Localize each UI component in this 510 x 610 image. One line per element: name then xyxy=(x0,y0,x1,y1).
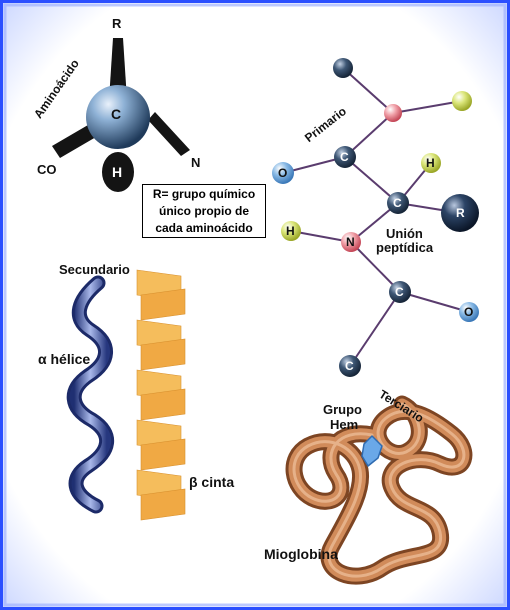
aminoacid-model xyxy=(52,38,190,192)
beta-sheet xyxy=(136,269,186,521)
aminoacid-co-label: CO xyxy=(37,162,57,177)
beta-sheet-segment xyxy=(140,288,186,321)
carbon-sphere xyxy=(86,85,150,149)
beta-sheet-segment xyxy=(140,388,186,421)
beta-sheet-label: β cinta xyxy=(189,474,235,490)
atom-o-right: O xyxy=(464,305,474,319)
aminoacid-n-label: N xyxy=(191,155,201,170)
r-definition-line: R= grupo químico xyxy=(152,187,256,201)
beta-sheet-segment xyxy=(140,438,186,471)
r-definition-line: único propio de xyxy=(159,204,249,218)
atom-c-top: C xyxy=(340,150,349,164)
atom-r: R xyxy=(456,206,465,220)
aminoacid-h-label: H xyxy=(112,164,123,180)
peptide-bond-label-2: peptídica xyxy=(376,240,434,255)
atom-c-bottom: C xyxy=(345,359,354,373)
beta-sheet-segment xyxy=(140,338,186,371)
heme-label-2: Hem xyxy=(330,417,359,432)
myoglobin-label: Mioglobina xyxy=(264,546,338,562)
heme-group xyxy=(361,435,383,467)
aminoacid-r-label: R xyxy=(112,16,122,31)
myoglobin-model xyxy=(285,395,473,585)
heme-label-1: Grupo xyxy=(323,402,362,417)
atom-o-left: O xyxy=(278,166,288,180)
beta-sheet-segment xyxy=(140,488,186,521)
r-definition-box: R= grupo químico único propio de cada am… xyxy=(142,184,266,238)
atom-c-low: C xyxy=(395,285,404,299)
alpha-helix xyxy=(66,275,115,514)
peptide-atoms xyxy=(272,58,479,377)
aminoacid-c-label: C xyxy=(111,106,122,122)
r-definition-line: cada aminoácido xyxy=(155,221,253,235)
atom-h-top: H xyxy=(426,156,435,170)
alpha-helix-label: α hélice xyxy=(38,351,91,367)
secondary-title: Secundario xyxy=(59,262,130,277)
atom-h-left: H xyxy=(286,224,295,238)
peptide-bond-label-1: Unión xyxy=(386,226,423,241)
atom-c-mid: C xyxy=(393,196,402,210)
atom-n: N xyxy=(346,235,355,249)
